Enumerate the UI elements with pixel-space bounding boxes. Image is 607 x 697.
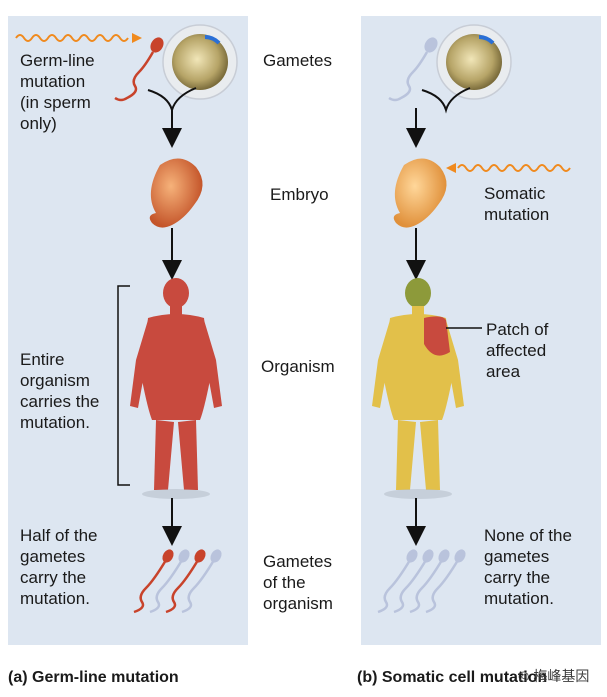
germline-panel <box>8 16 248 645</box>
germline-mutation-label: Germ-line mutation (in sperm only) <box>20 51 95 133</box>
watermark: ◎ 梅峰基因 <box>518 666 589 686</box>
egg-cell-b <box>436 24 512 100</box>
none-gametes-label: None of the gametes carry the mutation. <box>484 526 572 608</box>
mutation-wave-b <box>457 164 571 172</box>
entire-organism-label: Entire organism carries the mutation. <box>20 350 100 432</box>
half-gametes-label: Half of the gametes carry the mutation. <box>20 526 98 608</box>
gametes-a <box>133 559 216 614</box>
mutated-sperm-a <box>114 37 164 102</box>
gametes-label: Gametes <box>263 51 332 70</box>
embryo-label: Embryo <box>270 185 329 204</box>
watermark-text: 梅峰基因 <box>533 668 590 684</box>
organism-mutated-body <box>130 278 222 490</box>
caption-somatic: (b) Somatic cell mutation <box>357 669 548 686</box>
organism-label: Organism <box>261 357 335 376</box>
fertilization-lines-b <box>421 87 471 114</box>
wave-arrowhead-b <box>446 163 456 173</box>
somatic-mutation-label: Somatic mutation <box>484 184 550 224</box>
patch-affected-label: Patch of affected area <box>486 320 549 381</box>
egg-cell-a <box>162 24 238 100</box>
embryo-b <box>393 158 447 228</box>
organism-bracket <box>117 285 130 486</box>
wechat-icon: ◎ <box>518 668 530 683</box>
normal-sperm-b <box>388 37 438 102</box>
gametes-b <box>377 559 460 614</box>
fertilization-lines-a <box>147 87 197 114</box>
caption-germline: (a) Germ-line mutation <box>8 669 179 686</box>
embryo-a <box>149 158 203 228</box>
mutation-wave-a <box>15 34 129 42</box>
wave-arrowhead-a <box>132 33 142 43</box>
affected-patch <box>424 316 450 356</box>
organism-somatic-body <box>372 278 464 490</box>
gametes-of-organism-label: Gametes of the organism <box>263 552 333 613</box>
